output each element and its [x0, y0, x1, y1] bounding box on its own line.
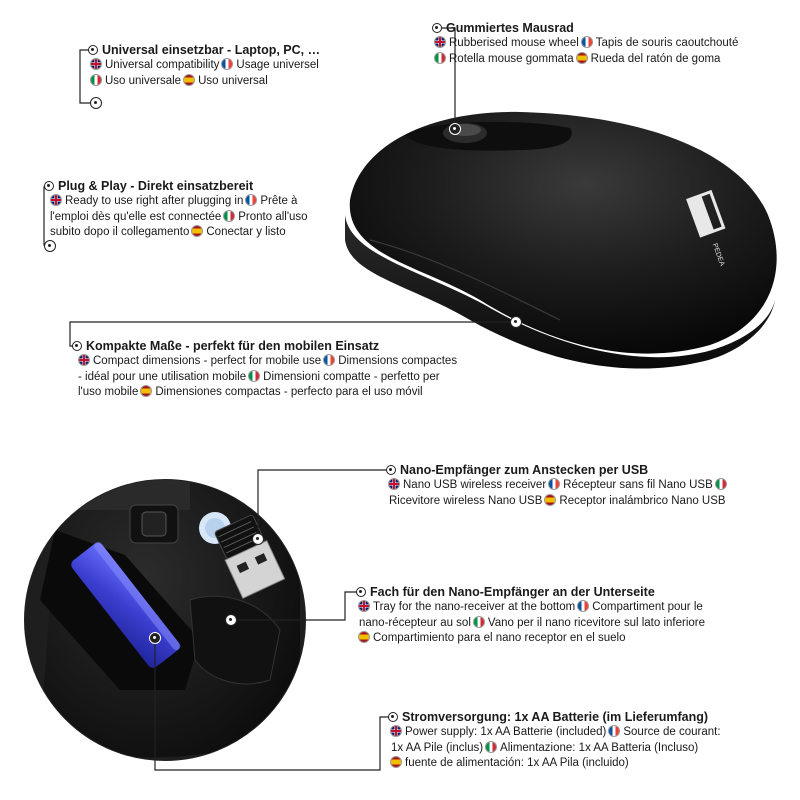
spain-flag-icon — [140, 385, 153, 397]
feature-text-es: Compartimiento para el nano receptor en … — [373, 632, 626, 644]
feature-compact: Kompakte Maße - perfekt für den mobilen … — [72, 338, 457, 401]
uk-flag-icon — [388, 478, 400, 490]
feature-text-es: Uso universal — [198, 74, 268, 87]
feature-text-en: Universal compatibility — [105, 59, 220, 71]
feature-text-it: Alimentazione: 1x AA Batteria (Incluso) — [500, 741, 699, 754]
feature-heading: Nano-Empfänger zum Anstecken per USB — [400, 463, 649, 477]
italy-flag-icon — [485, 740, 498, 753]
feature-text-fr-cont: l'emploi dès qu'elle est connectée — [50, 210, 222, 223]
feature-text-es: Conectar y listo — [206, 226, 286, 238]
callout-target-icon — [72, 341, 82, 351]
spain-flag-icon — [575, 51, 588, 64]
feature-text-it-cont: l'uso mobile — [78, 386, 139, 398]
feature-text-fr-cont: nano-récepteur au sol — [359, 616, 471, 629]
feature-text-fr: Source de courant: — [623, 726, 721, 738]
italy-flag-icon — [248, 369, 261, 382]
feature-text-it: Ricevitore wireless Nano USB — [389, 494, 543, 507]
spain-flag-icon — [183, 73, 196, 86]
callout-target-icon — [510, 316, 522, 328]
uk-flag-icon — [50, 194, 62, 206]
feature-text-it: Pronto all'uso — [238, 210, 308, 223]
feature-text-en: Tray for the nano-receiver at the bottom — [373, 601, 576, 613]
callout-target-icon — [252, 533, 264, 545]
feature-text-en: Nano USB wireless receiver — [403, 479, 547, 491]
spain-flag-icon — [191, 225, 204, 237]
callout-target-icon — [388, 712, 398, 722]
feature-text-fr: Récepteur sans fil Nano USB — [563, 479, 713, 491]
feature-universal: Universal einsetzbar - Laptop, PC, … Uni… — [88, 42, 320, 89]
feature-tray: Fach für den Nano-Empfänger an der Unter… — [356, 584, 705, 647]
uk-flag-icon — [390, 725, 402, 737]
feature-text-fr: Prête à — [260, 195, 298, 207]
feature-text-en: Rubberised mouse wheel — [449, 37, 579, 49]
uk-flag-icon — [358, 600, 370, 612]
feature-text-fr-cont: - idéal pour une utilisation mobile — [78, 370, 247, 383]
feature-text-en: Ready to use right after plugging in — [65, 195, 244, 207]
feature-plug-play: Plug & Play - Direkt einsatzbereit Ready… — [44, 178, 308, 241]
feature-text-es: fuente de alimentación: 1x AA Pila (incl… — [405, 757, 629, 769]
feature-heading: Stromversorgung: 1x AA Batterie (im Lief… — [402, 710, 709, 724]
feature-text-en: Power supply: 1x AA Batterie (included) — [405, 726, 607, 738]
callout-target-icon — [90, 97, 102, 109]
feature-text-it: Rotella mouse gommata — [449, 52, 574, 65]
spain-flag-icon — [544, 493, 557, 506]
feature-text-es: Receptor inalámbrico Nano USB — [559, 494, 726, 507]
feature-text-fr: Dimensions compactes — [338, 355, 458, 367]
france-flag-icon — [323, 354, 336, 366]
italy-flag-icon — [434, 51, 446, 64]
uk-flag-icon — [434, 36, 446, 48]
feature-text-it-cont: subito dopo il collegamento — [50, 226, 190, 238]
callout-target-icon — [88, 45, 98, 55]
svg-text:de in China: de in China — [113, 437, 132, 479]
spain-flag-icon — [390, 756, 402, 768]
france-flag-icon — [221, 58, 234, 70]
france-flag-icon — [580, 36, 593, 48]
feature-nano-receiver: Nano-Empfänger zum Anstecken per USB Nan… — [386, 462, 730, 509]
uk-flag-icon — [78, 354, 90, 366]
feature-heading: Kompakte Maße - perfekt für den mobilen … — [86, 339, 380, 353]
italy-flag-icon — [472, 615, 485, 628]
feature-text-fr: Tapis de souris caoutchouté — [595, 37, 739, 49]
callout-target-icon — [356, 587, 366, 597]
callout-target-icon — [44, 240, 56, 252]
feature-text-fr: Compartiment pour le — [592, 601, 703, 613]
callout-target-icon — [44, 181, 54, 191]
feature-text-it: Uso universale — [105, 74, 182, 87]
france-flag-icon — [245, 194, 258, 206]
feature-heading: Fach für den Nano-Empfänger an der Unter… — [370, 585, 655, 599]
callout-target-icon — [149, 632, 161, 644]
callout-target-icon — [386, 465, 396, 475]
france-flag-icon — [608, 725, 621, 737]
spain-flag-icon — [358, 631, 370, 643]
feature-text-fr-cont: 1x AA Pile (inclus) — [391, 741, 484, 754]
feature-text-en: Compact dimensions - perfect for mobile … — [93, 355, 322, 367]
feature-heading: Universal einsetzbar - Laptop, PC, … — [102, 43, 321, 57]
france-flag-icon — [577, 600, 590, 612]
uk-flag-icon — [90, 58, 102, 70]
italy-flag-icon — [223, 209, 236, 222]
feature-text-es: Dimensiones compactas - perfecto para el… — [155, 386, 423, 398]
feature-heading: Plug & Play - Direkt einsatzbereit — [58, 179, 254, 193]
france-flag-icon — [548, 478, 561, 490]
feature-text-fr: Usage universel — [236, 59, 319, 71]
italy-flag-icon — [90, 73, 102, 86]
feature-text-it: Vano per il nano ricevitore sul lato inf… — [487, 616, 706, 629]
italy-flag-icon — [714, 478, 727, 490]
callout-target-icon — [225, 614, 237, 626]
feature-heading: Gummiertes Mausrad — [446, 21, 574, 35]
feature-wheel: Gummiertes Mausrad Rubberised mouse whee… — [432, 20, 738, 67]
feature-text-it: Dimensioni compatte - perfetto per — [263, 370, 440, 383]
feature-text-es: Rueda del ratón de goma — [590, 52, 721, 65]
feature-power: Stromversorgung: 1x AA Batterie (im Lief… — [388, 709, 721, 772]
callout-target-icon — [449, 123, 461, 135]
callout-target-icon — [432, 23, 442, 33]
